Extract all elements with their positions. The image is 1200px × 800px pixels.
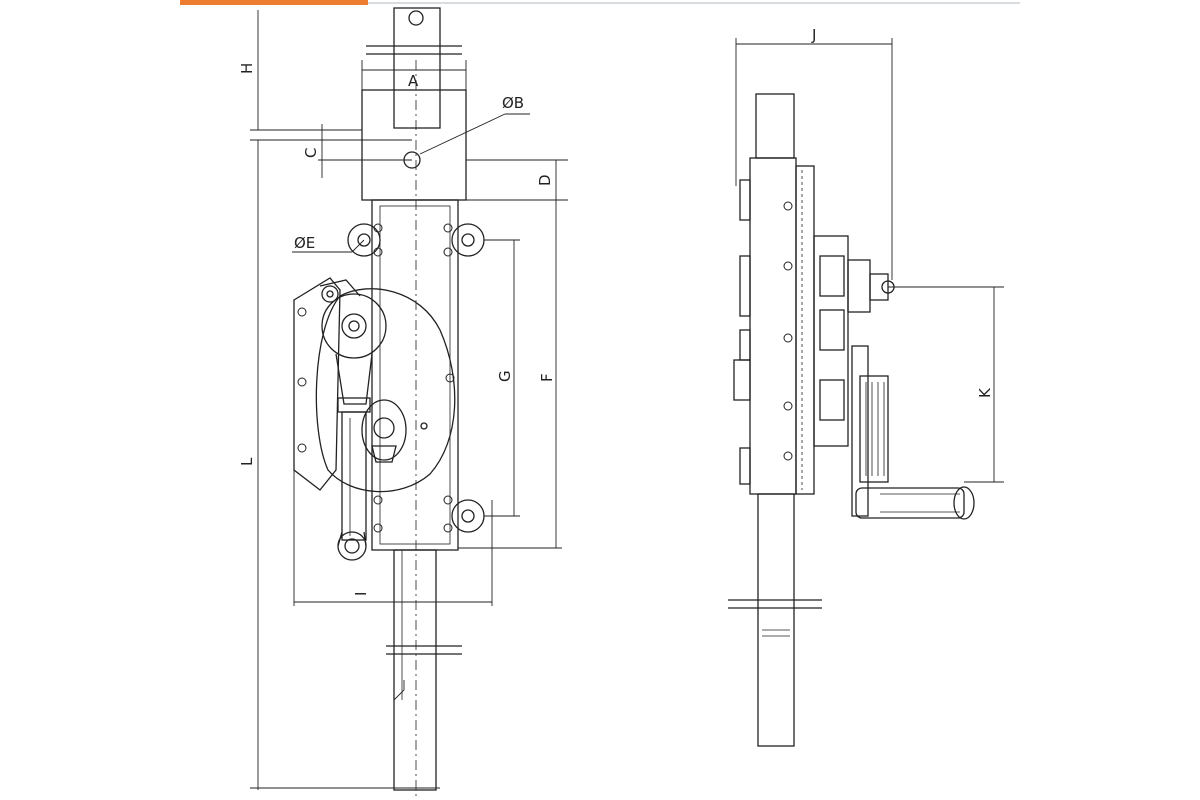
side-view: J K: [728, 26, 1004, 747]
dimension-label-k: K: [976, 387, 994, 398]
dimension-label-e: ØE: [294, 234, 315, 252]
dimension-label-a: A: [408, 72, 419, 90]
dimension-label-i: I: [352, 592, 370, 596]
header-accent-bar: [180, 0, 368, 5]
dimension-label-j: J: [811, 26, 816, 44]
dimension-label-f: F: [538, 373, 556, 382]
dimension-label-d: D: [536, 174, 554, 186]
dimension-label-g: G: [496, 370, 514, 382]
dimension-label-c: C: [302, 148, 320, 158]
front-view: H L A ØB C D ØE G F I: [238, 7, 568, 800]
dimension-label-l: L: [238, 457, 256, 466]
dimension-label-b: ØB: [502, 94, 524, 112]
dimension-label-h: H: [238, 63, 256, 74]
header-divider: [368, 2, 1020, 4]
